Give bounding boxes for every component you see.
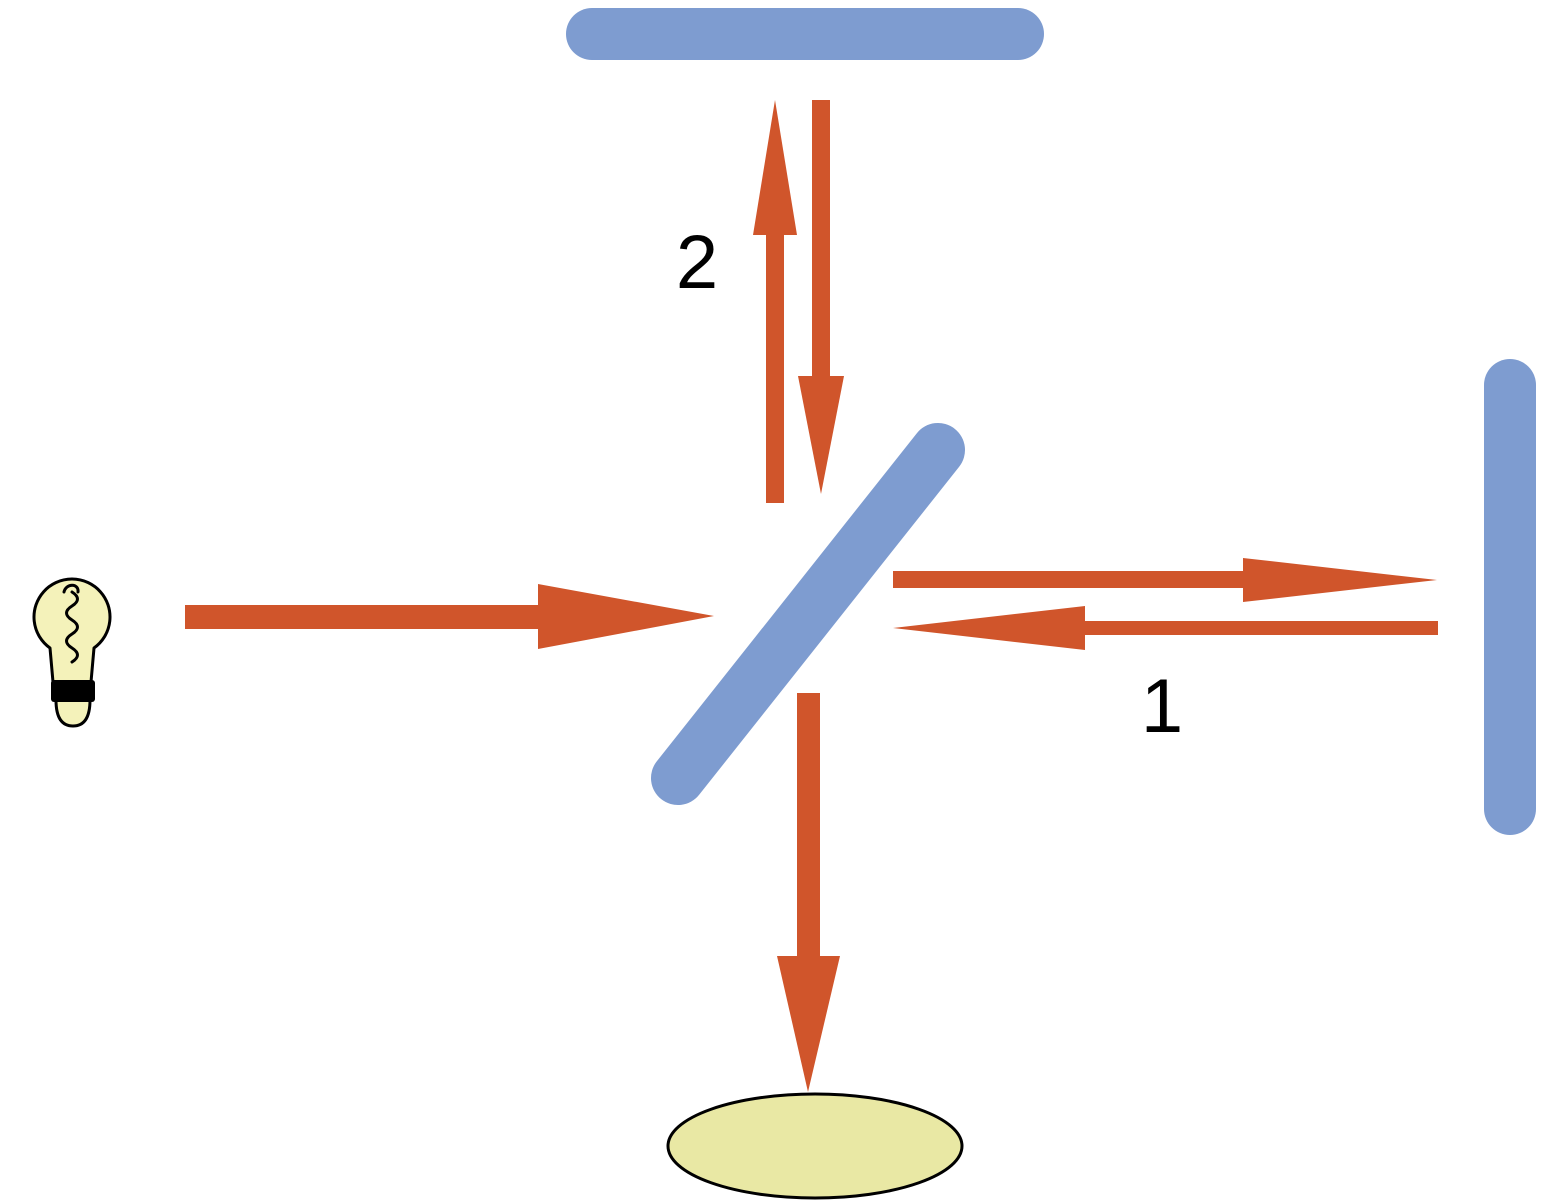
input-beam-shaft [185,605,550,629]
output-beam-shaft [797,693,820,966]
detector-screen [666,1092,964,1200]
arm1-left-shaft [1072,621,1438,635]
arm1-right-shaft [893,571,1253,588]
bulb-base [51,680,95,702]
arm2-up-arrow [753,100,797,503]
arm2-down-arrow [798,100,844,494]
bulb-filament [62,583,80,664]
arm1-label: 1 [1141,664,1183,749]
arm1-left-arrowhead [893,606,1085,650]
arm2-up-arrowhead [753,100,797,235]
output-beam-arrow [777,693,840,1092]
input-beam-arrowhead [538,584,714,649]
bulb-glass [32,577,112,684]
arm2-down-shaft [812,100,830,383]
arm1-left-arrow [893,606,1438,650]
arm1-right-arrowhead [1243,558,1437,602]
beam-splitter [651,423,965,805]
input-beam-arrow [185,584,714,649]
bulb-tip [54,698,92,728]
light-bulb-icon [32,577,112,728]
arm1-right-arrow [893,558,1437,602]
arm2-up-shaft [766,228,784,503]
output-beam-arrowhead [777,956,840,1092]
arm2-down-arrowhead [798,376,844,494]
arm2-label: 2 [676,220,718,305]
